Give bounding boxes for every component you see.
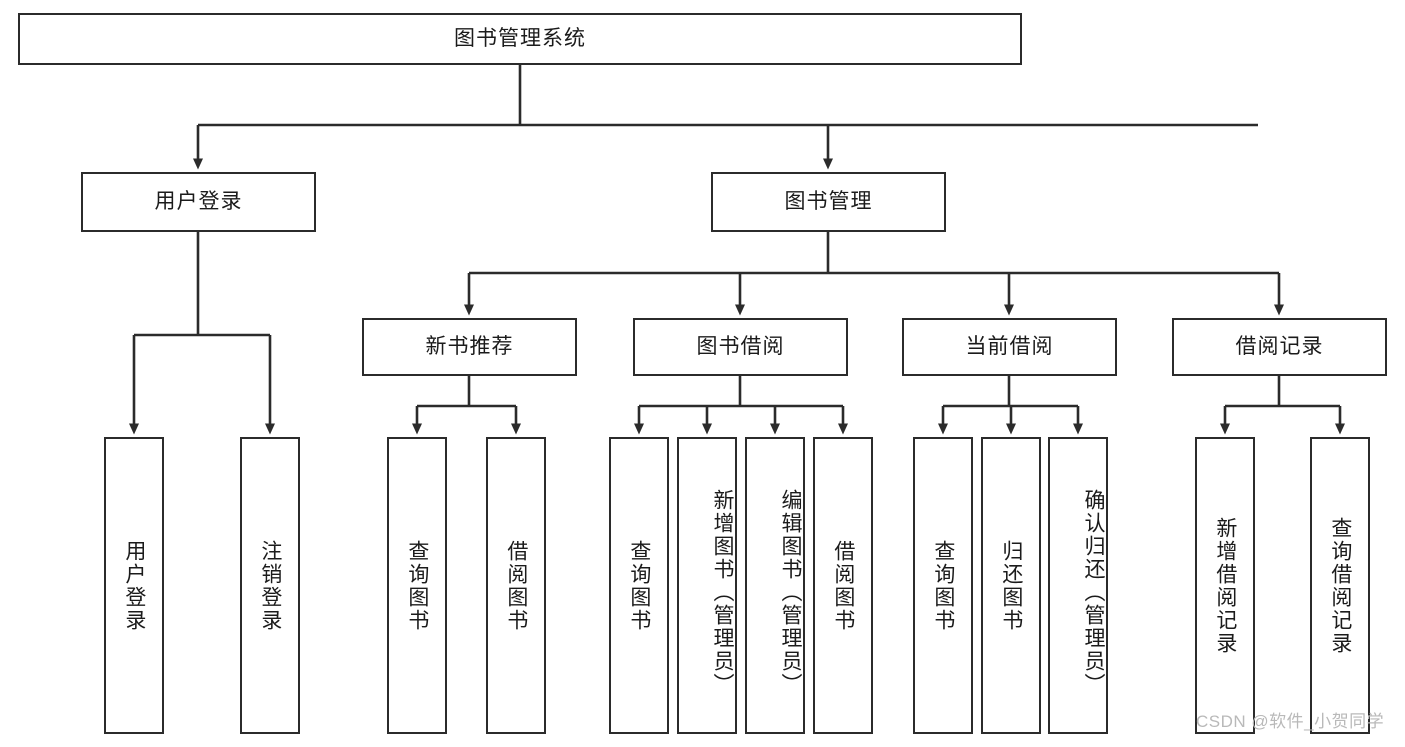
- edges-borrowrecord-to-leaves: [1220, 376, 1345, 435]
- leaf-user-logout-label: 注销登录: [258, 539, 282, 632]
- leaf-borrow-book-rec[interactable]: 借阅图书: [486, 437, 546, 734]
- edges-userlogin-to-leaves: [129, 232, 275, 435]
- leaf-query-book-borrow-label: 查询图书: [627, 539, 651, 632]
- edges-bookborrow-to-leaves: [634, 376, 848, 435]
- leaf-confirm-return-label: 确认归还（管理员）: [1082, 489, 1105, 696]
- node-user-login-label: 用户登录: [154, 190, 243, 214]
- leaf-borrow-book-label: 借阅图书: [831, 539, 855, 632]
- node-root[interactable]: 图书管理系统: [18, 13, 1022, 65]
- node-root-label: 图书管理系统: [454, 27, 586, 51]
- leaf-user-login-label: 用户登录: [122, 539, 146, 632]
- edges-newbook-to-leaves: [412, 376, 521, 435]
- leaf-borrow-book[interactable]: 借阅图书: [813, 437, 873, 734]
- node-book-management-label: 图书管理: [784, 190, 873, 214]
- node-current-borrow[interactable]: 当前借阅: [902, 318, 1117, 376]
- leaf-edit-book-label: 编辑图书（管理员）: [779, 489, 802, 696]
- node-current-borrow-label: 当前借阅: [965, 335, 1054, 359]
- csdn-watermark: CSDN @软件_小贺同学: [1196, 712, 1385, 731]
- leaf-return-book[interactable]: 归还图书: [981, 437, 1041, 734]
- node-borrow-record-label: 借阅记录: [1235, 335, 1324, 359]
- leaf-user-login[interactable]: 用户登录: [104, 437, 164, 734]
- leaf-add-record[interactable]: 新增借阅记录: [1195, 437, 1255, 734]
- leaf-add-record-label: 新增借阅记录: [1213, 516, 1237, 655]
- node-book-borrow-label: 图书借阅: [696, 335, 785, 359]
- leaf-confirm-return[interactable]: 确认归还（管理员）: [1048, 437, 1108, 734]
- edges-currentborrow-to-leaves: [938, 376, 1083, 435]
- edges-bookmgmt-to-level3: [464, 232, 1284, 316]
- leaf-query-record-label: 查询借阅记录: [1328, 516, 1352, 655]
- node-book-borrow[interactable]: 图书借阅: [633, 318, 848, 376]
- edges-root-to-level2: [193, 65, 1258, 170]
- leaf-query-book-current[interactable]: 查询图书: [913, 437, 973, 734]
- leaf-edit-book[interactable]: 编辑图书（管理员）: [745, 437, 805, 734]
- leaf-user-logout[interactable]: 注销登录: [240, 437, 300, 734]
- leaf-add-book[interactable]: 新增图书（管理员）: [677, 437, 737, 734]
- node-book-management[interactable]: 图书管理: [711, 172, 946, 232]
- leaf-query-book-current-label: 查询图书: [931, 539, 955, 632]
- leaf-add-book-label: 新增图书（管理员）: [711, 489, 734, 696]
- leaf-return-book-label: 归还图书: [999, 539, 1023, 632]
- leaf-query-record[interactable]: 查询借阅记录: [1310, 437, 1370, 734]
- node-user-login[interactable]: 用户登录: [81, 172, 316, 232]
- leaf-query-book-rec-label: 查询图书: [405, 539, 429, 632]
- leaf-query-book-borrow[interactable]: 查询图书: [609, 437, 669, 734]
- node-new-book-recommend-label: 新书推荐: [425, 335, 514, 359]
- leaf-query-book-rec[interactable]: 查询图书: [387, 437, 447, 734]
- leaf-borrow-book-rec-label: 借阅图书: [504, 539, 528, 632]
- node-borrow-record[interactable]: 借阅记录: [1172, 318, 1387, 376]
- node-new-book-recommend[interactable]: 新书推荐: [362, 318, 577, 376]
